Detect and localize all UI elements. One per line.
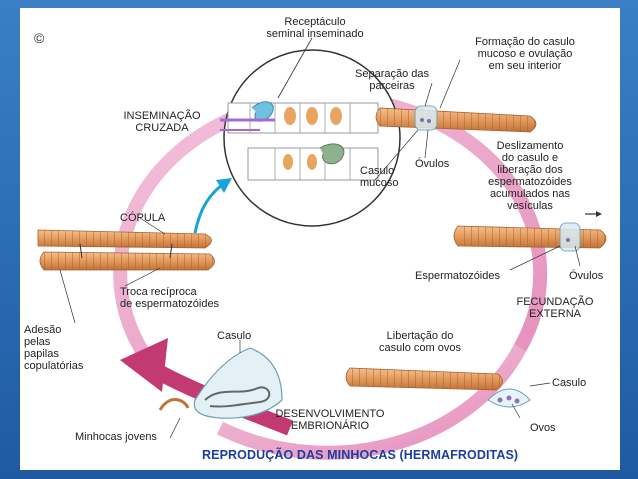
label-inseminacao-cruzada: INSEMINAÇÃO CRUZADA xyxy=(123,110,201,134)
label-casulo-left: Casulo xyxy=(217,330,252,342)
label-separacao: Separação das parceiras xyxy=(355,68,429,92)
label-minhocas-jovens: Minhocas jovens xyxy=(75,431,157,443)
copyright-symbol: © xyxy=(34,30,45,46)
magnified-circle xyxy=(220,37,401,227)
worm-right-middle xyxy=(453,211,607,271)
diagram-caption: REPRODUÇÃO DAS MINHOCAS (HERMAFRODITAS) xyxy=(202,448,519,462)
label-adesao: Adesão pelas papilas copulatórias xyxy=(24,324,84,372)
label-receptaculo: Receptáculo seminal inseminado xyxy=(266,16,364,40)
blue-arrow xyxy=(193,178,232,234)
label-espermatozoides: Espermatozóides xyxy=(415,270,500,282)
label-casulo-mucoso: Casulo mucoso xyxy=(360,165,399,189)
label-ovulos-top: Óvulos xyxy=(415,158,450,170)
label-copula: CÓPULA xyxy=(120,212,166,224)
worms-copulating xyxy=(37,217,215,324)
label-casulo-right: Casulo xyxy=(552,377,587,389)
label-desenvolvimento: DESENVOLVIMENTO EMBRIONÁRIO xyxy=(275,408,385,432)
label-deslizamento: Deslizamento do casulo e liberação dos e… xyxy=(488,140,572,212)
diagram-panel: © Receptáculo seminal inseminado Formaçã… xyxy=(20,8,620,470)
worm-bottom-right xyxy=(345,367,551,419)
label-fecundacao-externa: FECUNDAÇÃO EXTERNA xyxy=(516,296,594,320)
label-ovulos-right: Óvulos xyxy=(569,270,604,282)
earthworm-reproduction-diagram xyxy=(37,37,607,460)
worm-top-right xyxy=(374,59,537,181)
cocoon-young-worms xyxy=(158,340,283,439)
label-ovos: Ovos xyxy=(530,422,556,434)
label-formacao-casulo: Formação do casulo mucoso e ovulação em … xyxy=(475,36,575,72)
label-troca-reciproca: Troca recíproca de espermatozóides xyxy=(120,286,220,310)
label-libertacao: Libertação do casulo com ovos xyxy=(379,330,461,354)
